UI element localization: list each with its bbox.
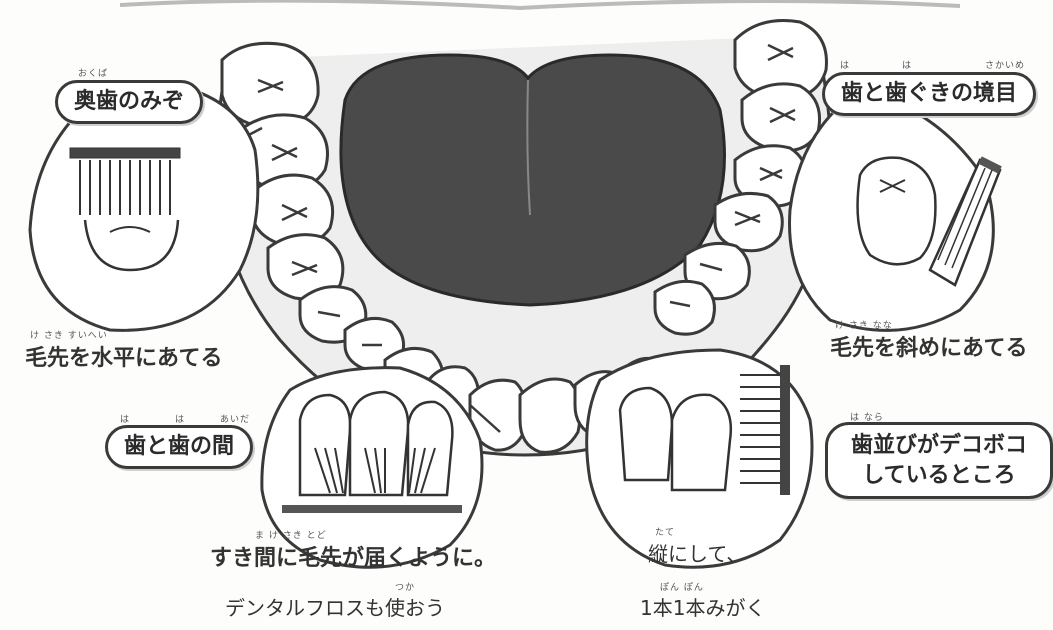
- tooth-f3: [520, 379, 580, 452]
- tooth-r6: [655, 281, 714, 334]
- ruby-between-mid: は: [175, 412, 185, 425]
- ruby-between-left: は: [120, 412, 130, 425]
- caption-diagonal: 毛先を斜めにあてる: [830, 330, 1028, 362]
- label-crooked-line1: 歯並びがデコボコ: [844, 431, 1034, 461]
- label-molar-grooves: 奥歯のみぞ: [55, 80, 203, 124]
- caption-vertical-1: 縦にして、: [648, 538, 746, 567]
- label-gumline: 歯と歯ぐきの境目: [822, 72, 1036, 116]
- label-crooked-line2: しているところ: [844, 461, 1034, 491]
- label-crooked-teeth: 歯並びがデコボコ しているところ: [825, 422, 1053, 499]
- tooth-r4: [715, 193, 782, 250]
- ruby-between-right: あいだ: [220, 412, 250, 425]
- top-stroke: [120, 1, 960, 8]
- ruby-gumline-mid: は: [902, 58, 912, 71]
- ruby-vertical: たて: [655, 525, 675, 538]
- caption-gap: すき間に毛先が届くように。: [210, 540, 496, 572]
- ruby-gumline-right: さかいめ: [985, 58, 1025, 71]
- label-between-teeth: 歯と歯の間: [105, 425, 253, 469]
- tongue: [341, 55, 725, 305]
- ruby-molar: おくば: [78, 66, 108, 79]
- ruby-gumline-left: は: [840, 58, 850, 71]
- caption-vertical-2: 1本1本みがく: [640, 592, 765, 621]
- caption-floss: デンタルフロスも使おう: [225, 592, 445, 621]
- between-teeth-illustration: [282, 392, 462, 513]
- caption-horizontal: 毛先を水平にあてる: [25, 340, 223, 372]
